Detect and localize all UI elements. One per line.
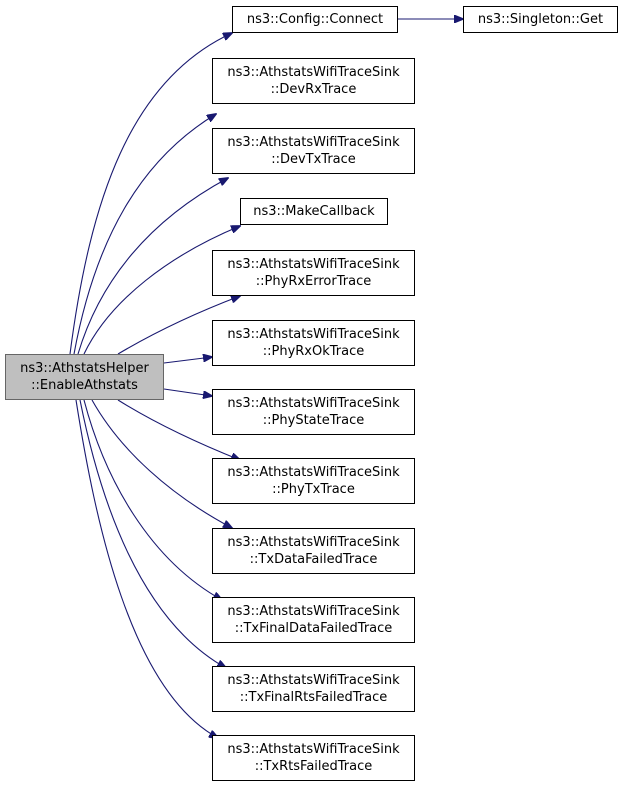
edge-root-tx-final-rts-failed xyxy=(79,399,226,668)
edge-root-make-callback xyxy=(83,226,240,355)
node-label-line2: ::PhyRxOkTrace xyxy=(262,344,365,359)
edge-root-phy-tx xyxy=(117,399,240,460)
node-tx-data-failed-trace[interactable]: ns3::AthstatsWifiTraceSink ::TxDataFaile… xyxy=(212,528,415,574)
node-label-line2: ::EnableAthstats xyxy=(31,378,138,393)
node-label-line1: ns3::AthstatsWifiTraceSink xyxy=(227,327,400,342)
edge-root-dev-tx xyxy=(77,178,228,355)
node-config-connect[interactable]: ns3::Config::Connect xyxy=(232,6,398,33)
edge-root-tx-rts-failed xyxy=(75,399,218,738)
edge-root-dev-rx xyxy=(73,114,216,355)
node-tx-rts-failed-trace[interactable]: ns3::AthstatsWifiTraceSink ::TxRtsFailed… xyxy=(212,735,415,781)
node-label-line2: ::PhyRxErrorTrace xyxy=(255,274,372,289)
edge-root-phy-rx-error xyxy=(117,296,240,355)
node-phy-rx-ok-trace[interactable]: ns3::AthstatsWifiTraceSink ::PhyRxOkTrac… xyxy=(212,320,415,366)
node-label-line2: ::PhyTxTrace xyxy=(272,482,355,497)
node-label-line2: ::DevTxTrace xyxy=(271,152,356,167)
node-label-line1: ns3::AthstatsWifiTraceSink xyxy=(227,65,400,80)
node-label-line2: ::PhyStateTrace xyxy=(262,413,365,428)
edge-root-phy-state xyxy=(163,388,212,396)
node-label: ns3::Singleton::Get xyxy=(477,12,604,27)
node-dev-tx-trace[interactable]: ns3::AthstatsWifiTraceSink ::DevTxTrace xyxy=(212,128,415,174)
node-label-line2: ::DevRxTrace xyxy=(270,82,357,97)
node-label: ns3::MakeCallback xyxy=(253,204,375,219)
node-label-line1: ns3::AthstatsWifiTraceSink xyxy=(227,604,400,619)
node-label-line1: ns3::AthstatsWifiTraceSink xyxy=(227,673,400,688)
node-label-line1: ns3::AthstatsHelper xyxy=(20,361,149,376)
node-label-line1: ns3::AthstatsWifiTraceSink xyxy=(227,257,400,272)
edge-root-tx-final-data-failed xyxy=(83,399,222,600)
edge-root-tx-data-failed xyxy=(91,399,232,528)
node-label-line1: ns3::AthstatsWifiTraceSink xyxy=(227,396,400,411)
node-tx-final-data-failed-trace[interactable]: ns3::AthstatsWifiTraceSink ::TxFinalData… xyxy=(212,597,415,643)
node-phy-state-trace[interactable]: ns3::AthstatsWifiTraceSink ::PhyStateTra… xyxy=(212,389,415,435)
node-label-line2: ::TxFinalDataFailedTrace xyxy=(234,621,393,636)
node-phy-tx-trace[interactable]: ns3::AthstatsWifiTraceSink ::PhyTxTrace xyxy=(212,458,415,504)
node-label-line1: ns3::AthstatsWifiTraceSink xyxy=(227,535,400,550)
node-dev-rx-trace[interactable]: ns3::AthstatsWifiTraceSink ::DevRxTrace xyxy=(212,58,415,104)
node-label-line2: ::TxDataFailedTrace xyxy=(249,552,378,567)
node-label-line2: ::TxFinalRtsFailedTrace xyxy=(239,690,388,705)
edge-root-phy-rx-ok xyxy=(163,357,212,364)
node-label-line1: ns3::AthstatsWifiTraceSink xyxy=(227,742,400,757)
node-label-line1: ns3::AthstatsWifiTraceSink xyxy=(227,135,400,150)
node-make-callback[interactable]: ns3::MakeCallback xyxy=(240,198,388,225)
node-tx-final-rts-failed-trace[interactable]: ns3::AthstatsWifiTraceSink ::TxFinalRtsF… xyxy=(212,666,415,712)
edge-root-connect xyxy=(69,33,232,355)
node-athstats-helper-enable-athstats[interactable]: ns3::AthstatsHelper ::EnableAthstats xyxy=(5,354,164,400)
node-label-line2: ::TxRtsFailedTrace xyxy=(254,759,373,774)
node-label: ns3::Config::Connect xyxy=(246,12,384,27)
node-singleton-get[interactable]: ns3::Singleton::Get xyxy=(463,6,618,33)
node-label-line1: ns3::AthstatsWifiTraceSink xyxy=(227,465,400,480)
node-phy-rx-error-trace[interactable]: ns3::AthstatsWifiTraceSink ::PhyRxErrorT… xyxy=(212,250,415,296)
